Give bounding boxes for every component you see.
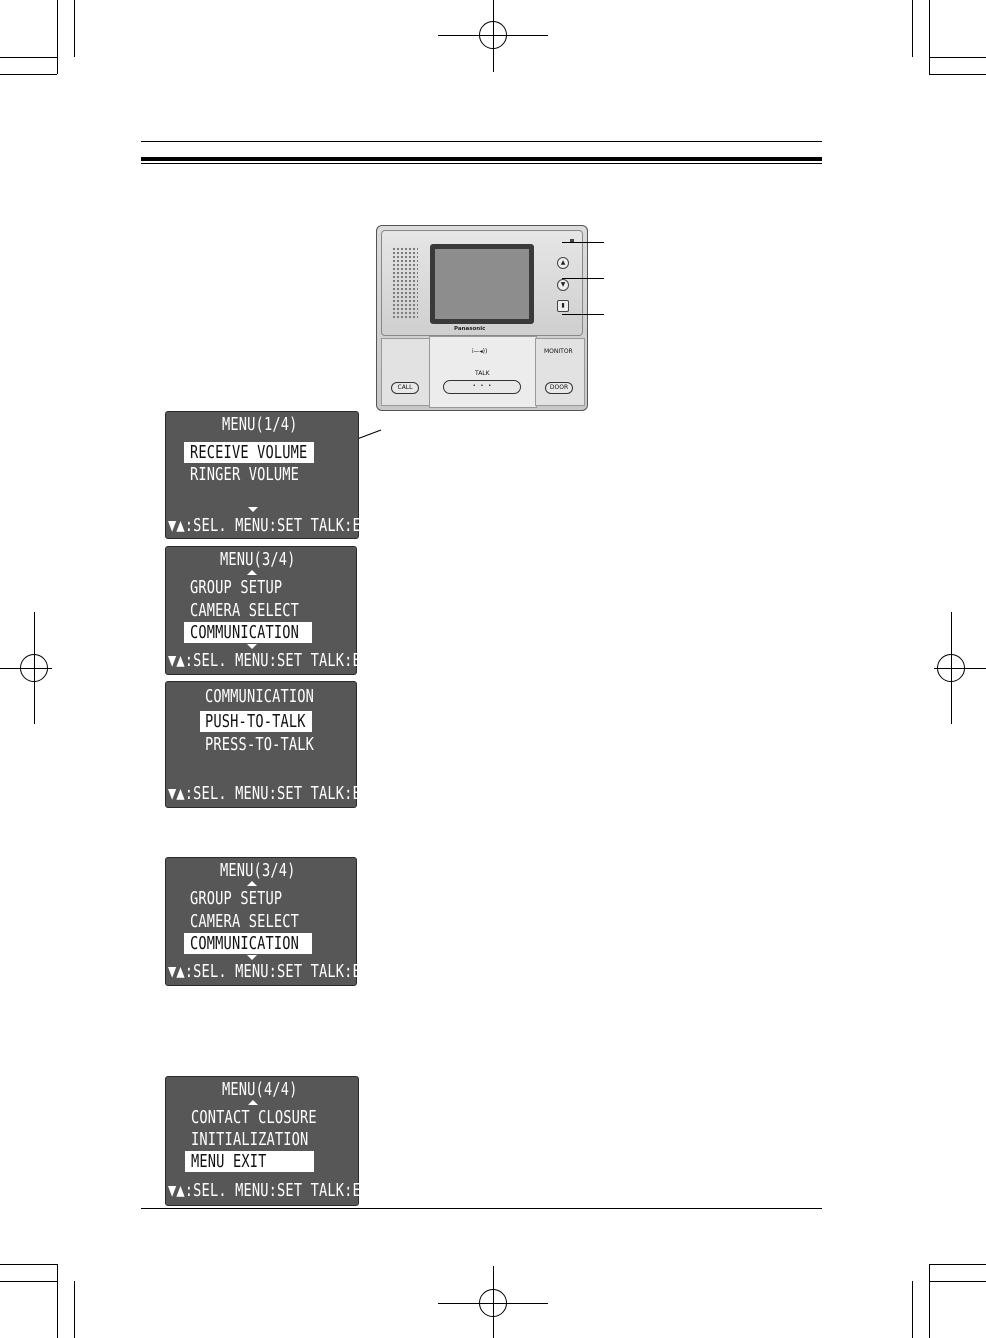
screen-title: MENU(3/4) — [220, 549, 296, 570]
lcd-screen-menu-1: MENU(1/4) RECEIVE VOLUME RINGER VOLUME ▼… — [165, 411, 386, 539]
screen-title: MENU(1/4) — [222, 414, 298, 435]
callout-line — [562, 314, 604, 315]
lower-center-panel — [429, 336, 537, 408]
monitor-label: MONITOR — [544, 348, 573, 355]
screen-title: MENU(4/4) — [222, 1079, 298, 1100]
crop-mark — [57, 0, 58, 74]
registration-circle — [20, 654, 48, 682]
registration-circle — [479, 1289, 507, 1317]
crop-mark — [74, 1281, 75, 1338]
call-button: CALL — [391, 382, 419, 394]
option-press-to-talk: PRESS-TO-TALK — [205, 734, 315, 755]
crop-mark — [0, 57, 57, 58]
selection-highlight — [184, 933, 312, 954]
screen-footer: ▼▲:SEL. MENU:SET TALK:EXIT — [168, 783, 387, 804]
menu-item-receive-volume: RECEIVE VOLUME — [190, 442, 308, 463]
lower-left-panel — [381, 338, 431, 406]
monitor-device-illustration: Panasonic ▲ ▼ ▮ i—◂)) MONITOR TALK CALL … — [376, 225, 588, 411]
crop-mark — [929, 0, 930, 74]
scroll-up-arrow-icon — [248, 1100, 258, 1105]
menu-item-communication: COMMUNICATION — [190, 933, 300, 954]
menu-item-contact-closure: CONTACT CLOSURE — [191, 1107, 317, 1128]
crop-mark — [0, 1264, 57, 1265]
lower-right-panel — [535, 338, 585, 406]
indicator-dot-icon — [570, 239, 574, 243]
lcd-screen-menu-3-repeat: MENU(3/4) GROUP SETUP CAMERA SELECT COMM… — [165, 857, 386, 986]
device-lower-panel: i—◂)) MONITOR TALK CALL • • • DOOR — [377, 336, 587, 410]
crop-mark — [0, 1281, 57, 1282]
menu-button-icon: ▮ — [557, 300, 569, 312]
speaker-grille — [392, 247, 418, 319]
device-screen — [435, 249, 529, 319]
crop-mark — [74, 0, 75, 57]
menu-item-camera-select: CAMERA SELECT — [190, 600, 300, 621]
registration-circle — [937, 654, 965, 682]
option-push-to-talk: PUSH-TO-TALK — [205, 711, 306, 732]
menu-item-group-setup: GROUP SETUP — [190, 888, 283, 909]
device-screen-frame — [430, 244, 534, 324]
talk-label: TALK — [475, 370, 490, 377]
crop-mark — [929, 74, 986, 75]
screen-footer: ▼▲:SEL. MENU:SET TALK:EXIT — [168, 650, 387, 671]
screen-title: MENU(3/4) — [220, 860, 296, 881]
screen-footer: ▼▲:SEL. MENU:SET TALK:EXIT — [168, 515, 387, 536]
lcd-screen-menu-4: MENU(4/4) CONTACT CLOSURE INITIALIZATION… — [165, 1076, 386, 1206]
crop-mark — [0, 74, 57, 75]
callout-line — [562, 278, 604, 279]
menu-item-menu-exit: MENU EXIT — [191, 1151, 267, 1172]
screen-title: COMMUNICATION — [205, 686, 315, 707]
up-button-icon: ▲ — [557, 257, 569, 269]
crop-mark — [912, 1281, 913, 1338]
menu-item-communication: COMMUNICATION — [190, 622, 300, 643]
selection-highlight — [200, 711, 312, 732]
menu-item-group-setup: GROUP SETUP — [190, 577, 283, 598]
screen-footer: ▼▲:SEL. MENU:SET TALK:EXIT — [168, 961, 387, 982]
crop-mark — [912, 0, 913, 57]
lcd-screen-menu-3: MENU(3/4) GROUP SETUP CAMERA SELECT COMM… — [165, 546, 386, 675]
screen-footer: ▼▲:SEL. MENU:SET TALK:EXIT — [168, 1180, 387, 1201]
device-brand-logo: Panasonic — [454, 326, 486, 332]
crop-mark — [929, 57, 986, 58]
scroll-up-arrow-icon — [247, 570, 257, 575]
header-rule-under — [141, 163, 822, 164]
header-rule-thin — [141, 141, 822, 142]
registration-circle — [479, 21, 507, 49]
menu-item-camera-select: CAMERA SELECT — [190, 911, 300, 932]
crop-mark — [929, 1264, 986, 1265]
crop-mark — [929, 1281, 986, 1282]
lcd-screen-communication: COMMUNICATION PUSH-TO-TALK PRESS-TO-TALK… — [165, 681, 386, 808]
talk-button: • • • — [443, 380, 521, 394]
footer-rule — [141, 1208, 822, 1209]
volume-label: i—◂)) — [472, 348, 488, 355]
callout-line — [562, 242, 604, 243]
selection-highlight — [185, 1151, 314, 1172]
selection-highlight — [184, 442, 314, 463]
scroll-up-arrow-icon — [247, 881, 257, 886]
scroll-down-arrow-icon — [247, 955, 257, 960]
selection-highlight — [184, 622, 312, 643]
door-button: DOOR — [545, 382, 573, 394]
menu-item-ringer-volume: RINGER VOLUME — [190, 464, 300, 485]
scroll-down-arrow-icon — [248, 507, 258, 512]
header-rule-thick — [141, 157, 822, 161]
scroll-down-arrow-icon — [247, 644, 257, 649]
menu-item-initialization: INITIALIZATION — [191, 1129, 309, 1150]
crop-mark — [57, 1264, 58, 1338]
crop-mark — [929, 1264, 930, 1338]
device-upper-body: Panasonic ▲ ▼ ▮ — [381, 230, 583, 336]
down-button-icon: ▼ — [557, 279, 569, 291]
